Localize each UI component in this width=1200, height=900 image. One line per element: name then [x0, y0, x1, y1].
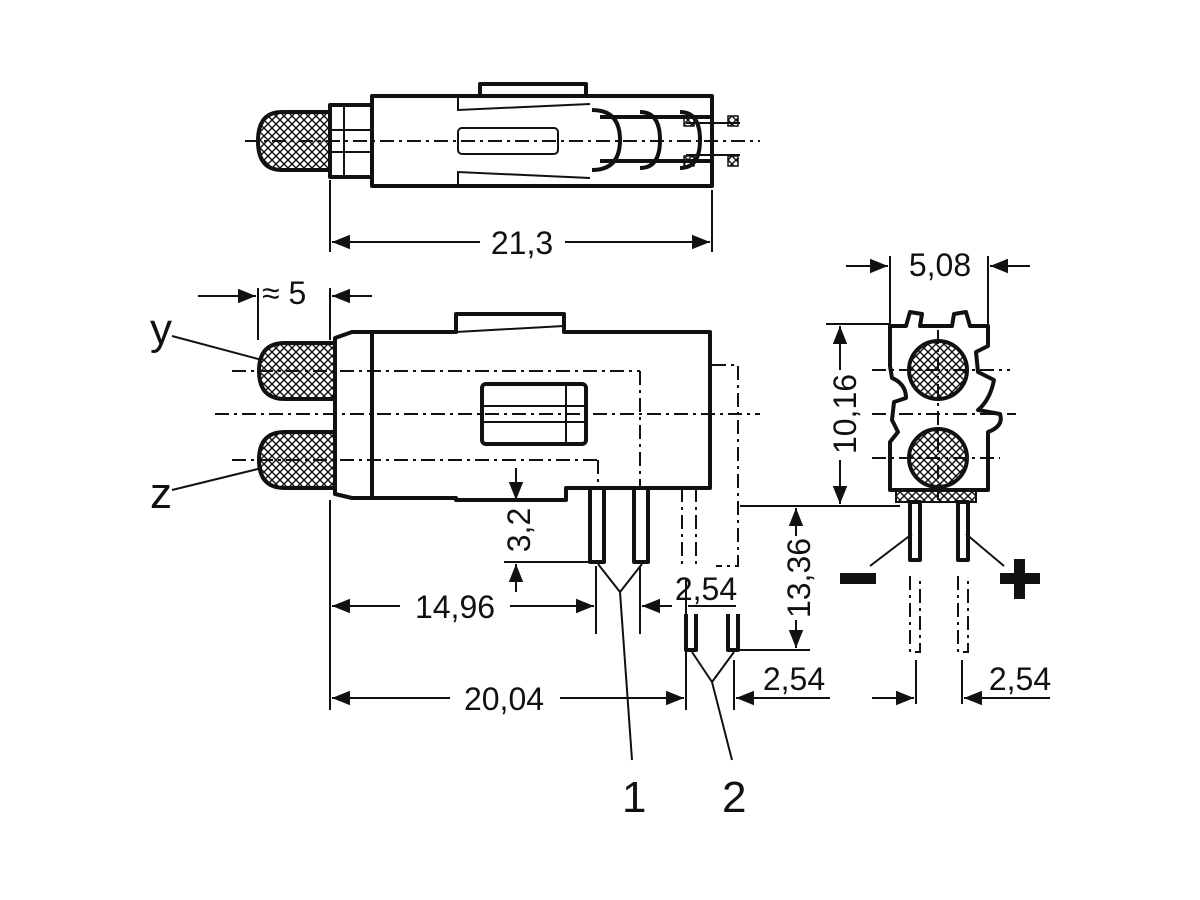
- dim-3-2: 3,2: [501, 508, 537, 552]
- lens-labels: y z: [150, 305, 263, 518]
- dim-pin-height: 3,2: [501, 468, 592, 592]
- dim-21-3: 21,3: [491, 225, 553, 261]
- side-body: [370, 312, 712, 502]
- dim-14-96: 14,96: [415, 589, 495, 625]
- callout-2: 2: [722, 773, 746, 822]
- polarity: − +: [840, 533, 1040, 599]
- label-z: z: [150, 469, 172, 518]
- dim-approx-5: ≈ 5: [262, 275, 306, 311]
- dim-lens-protrusion: ≈ 5: [198, 275, 372, 340]
- top-view: [245, 82, 760, 188]
- dim-2-54-c: 2,54: [989, 661, 1051, 697]
- plus-sign-v: [1014, 559, 1025, 599]
- dim-pin2-position: 20,04: [332, 681, 684, 717]
- dim-2-54-a: 2,54: [675, 571, 737, 607]
- label-y: y: [150, 305, 172, 354]
- dim-top-length: 21,3: [329, 180, 713, 261]
- pin-callouts: 1 2: [597, 563, 746, 822]
- front-body: [888, 310, 1003, 492]
- dim-13-36: 13,36: [781, 538, 817, 618]
- dim-lens-spacing: 10,16: [826, 323, 890, 504]
- dim-pin-pitch-a: 2,54: [639, 566, 737, 710]
- side-view: [215, 312, 760, 652]
- callout-1: 1: [622, 773, 646, 822]
- dim-width: 5,08: [846, 247, 1030, 326]
- dim-5-08: 5,08: [909, 247, 971, 283]
- front-view: [872, 310, 1016, 653]
- dim-20-04: 20,04: [464, 681, 544, 717]
- dim-height-above-board: 13,36: [740, 505, 900, 651]
- dim-pin1-position: 14,96: [329, 500, 597, 710]
- dim-10-16: 10,16: [827, 374, 863, 454]
- dim-2-54-b: 2,54: [763, 661, 825, 697]
- dim-pin-pitch-b: 2,54: [733, 660, 830, 710]
- dim-front-pitch: 2,54: [872, 660, 1051, 706]
- minus-sign: [840, 573, 876, 584]
